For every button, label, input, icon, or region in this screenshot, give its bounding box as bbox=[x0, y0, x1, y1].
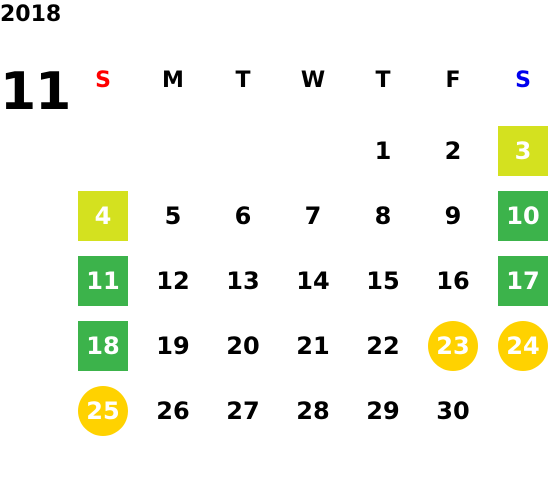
day-number: 14 bbox=[296, 266, 330, 295]
day-cell: 22 bbox=[348, 313, 418, 378]
day-cell: 11 bbox=[68, 248, 138, 313]
day-number: 28 bbox=[296, 396, 330, 425]
day-cell: 19 bbox=[138, 313, 208, 378]
day-cell: 6 bbox=[208, 183, 278, 248]
day-cell: 1 bbox=[348, 118, 418, 183]
day-number: 27 bbox=[226, 396, 260, 425]
weekday-saturday: S bbox=[515, 67, 531, 93]
day-number: 1 bbox=[374, 136, 392, 165]
day-number: 13 bbox=[226, 266, 260, 295]
empty-cell bbox=[68, 118, 138, 183]
highlighted-day: 4 bbox=[78, 190, 128, 241]
highlighted-day: 3 bbox=[498, 125, 548, 176]
day-cell: 12 bbox=[138, 248, 208, 313]
day-cell: 15 bbox=[348, 248, 418, 313]
day-number: 7 bbox=[304, 201, 322, 230]
highlighted-day: 18 bbox=[78, 320, 128, 371]
highlighted-day: 24 bbox=[498, 320, 548, 371]
empty-cell bbox=[208, 118, 278, 183]
day-number: 15 bbox=[366, 266, 400, 295]
day-cell: 10 bbox=[488, 183, 548, 248]
weekday-wednesday: W bbox=[300, 67, 326, 93]
day-number: 22 bbox=[366, 331, 400, 360]
calendar-grid: S M T W T F S bbox=[68, 56, 548, 121]
day-number: 2 bbox=[444, 136, 462, 165]
highlighted-day: 11 bbox=[78, 255, 128, 306]
highlighted-day: 23 bbox=[428, 320, 478, 371]
day-cell: 28 bbox=[278, 378, 348, 443]
day-number: 29 bbox=[366, 396, 400, 425]
empty-cell bbox=[138, 118, 208, 183]
day-number: 5 bbox=[164, 201, 182, 230]
day-cell: 7 bbox=[278, 183, 348, 248]
day-cell: 18 bbox=[68, 313, 138, 378]
highlighted-day: 10 bbox=[498, 190, 548, 241]
day-cell: 20 bbox=[208, 313, 278, 378]
day-cell: 26 bbox=[138, 378, 208, 443]
empty-cell bbox=[488, 378, 548, 443]
day-number: 21 bbox=[296, 331, 330, 360]
weekday-thursday: T bbox=[375, 67, 391, 93]
day-number: 16 bbox=[436, 266, 470, 295]
day-cell: 3 bbox=[488, 118, 548, 183]
highlighted-day: 17 bbox=[498, 255, 548, 306]
day-number: 9 bbox=[444, 201, 462, 230]
day-number: 12 bbox=[156, 266, 190, 295]
calendar-month: 11 bbox=[0, 62, 71, 122]
highlighted-day: 25 bbox=[78, 385, 128, 436]
day-cell: 17 bbox=[488, 248, 548, 313]
day-number: 6 bbox=[234, 201, 252, 230]
day-cell: 16 bbox=[418, 248, 488, 313]
day-cell: 30 bbox=[418, 378, 488, 443]
day-cell: 21 bbox=[278, 313, 348, 378]
day-cell: 27 bbox=[208, 378, 278, 443]
day-cell: 8 bbox=[348, 183, 418, 248]
day-number: 8 bbox=[374, 201, 392, 230]
day-cell: 29 bbox=[348, 378, 418, 443]
day-number: 26 bbox=[156, 396, 190, 425]
day-cell: 23 bbox=[418, 313, 488, 378]
day-cell: 2 bbox=[418, 118, 488, 183]
day-number: 30 bbox=[436, 396, 470, 425]
weekday-tuesday: T bbox=[235, 67, 251, 93]
day-cell: 9 bbox=[418, 183, 488, 248]
weekday-friday: F bbox=[445, 67, 461, 93]
day-number: 19 bbox=[156, 331, 190, 360]
day-cell: 13 bbox=[208, 248, 278, 313]
day-cell: 14 bbox=[278, 248, 348, 313]
day-cell: 4 bbox=[68, 183, 138, 248]
weekday-monday: M bbox=[162, 67, 184, 93]
day-cell: 5 bbox=[138, 183, 208, 248]
day-cell: 25 bbox=[68, 378, 138, 443]
day-cell: 24 bbox=[488, 313, 548, 378]
day-number: 20 bbox=[226, 331, 260, 360]
weekday-sunday: S bbox=[95, 67, 111, 93]
calendar-year: 2018 bbox=[0, 2, 62, 27]
empty-cell bbox=[278, 118, 348, 183]
